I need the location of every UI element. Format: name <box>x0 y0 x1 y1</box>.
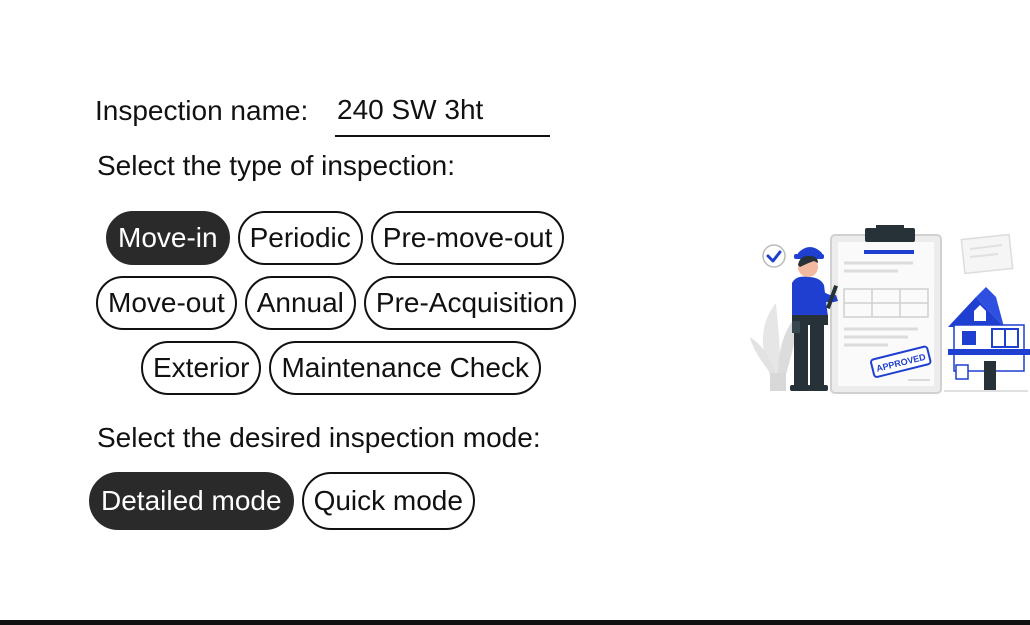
inspection-name-label: Inspection name: <box>95 95 309 126</box>
type-chip-move-in[interactable]: Move-in <box>106 211 230 265</box>
type-chip-move-out[interactable]: Move-out <box>96 276 237 330</box>
inspector-illustration: APPROVED <box>750 225 1030 394</box>
document-card-icon <box>960 233 1014 275</box>
inspection-type-row-2: Move-out Annual Pre-Acquisition <box>96 276 577 330</box>
mode-chip-quick[interactable]: Quick mode <box>301 472 475 530</box>
type-chip-periodic[interactable]: Periodic <box>237 211 363 265</box>
inspector-figure-icon <box>790 247 838 391</box>
type-chip-pre-move-out[interactable]: Pre-move-out <box>370 211 565 265</box>
house-icon <box>944 287 1030 392</box>
inspection-type-row-3: Exterior Maintenance Check <box>141 341 541 395</box>
type-chip-pre-acquisition[interactable]: Pre-Acquisition <box>363 276 577 330</box>
inspection-type-row-1: Move-in Periodic Pre-move-out <box>106 211 565 265</box>
type-chip-maintenance-check[interactable]: Maintenance Check <box>269 341 541 395</box>
type-chip-exterior[interactable]: Exterior <box>141 341 262 395</box>
inspection-name-input[interactable] <box>335 91 550 137</box>
approved-stamp: APPROVED <box>870 345 932 378</box>
type-chip-annual[interactable]: Annual <box>244 276 356 330</box>
inspection-mode-row: Detailed mode Quick mode <box>89 472 475 530</box>
bottom-divider <box>0 620 1030 625</box>
inspection-mode-heading: Select the desired inspection mode: <box>97 422 541 453</box>
inspection-type-heading: Select the type of inspection: <box>97 150 455 181</box>
mode-chip-detailed[interactable]: Detailed mode <box>89 472 294 530</box>
check-badge-icon <box>762 244 786 268</box>
